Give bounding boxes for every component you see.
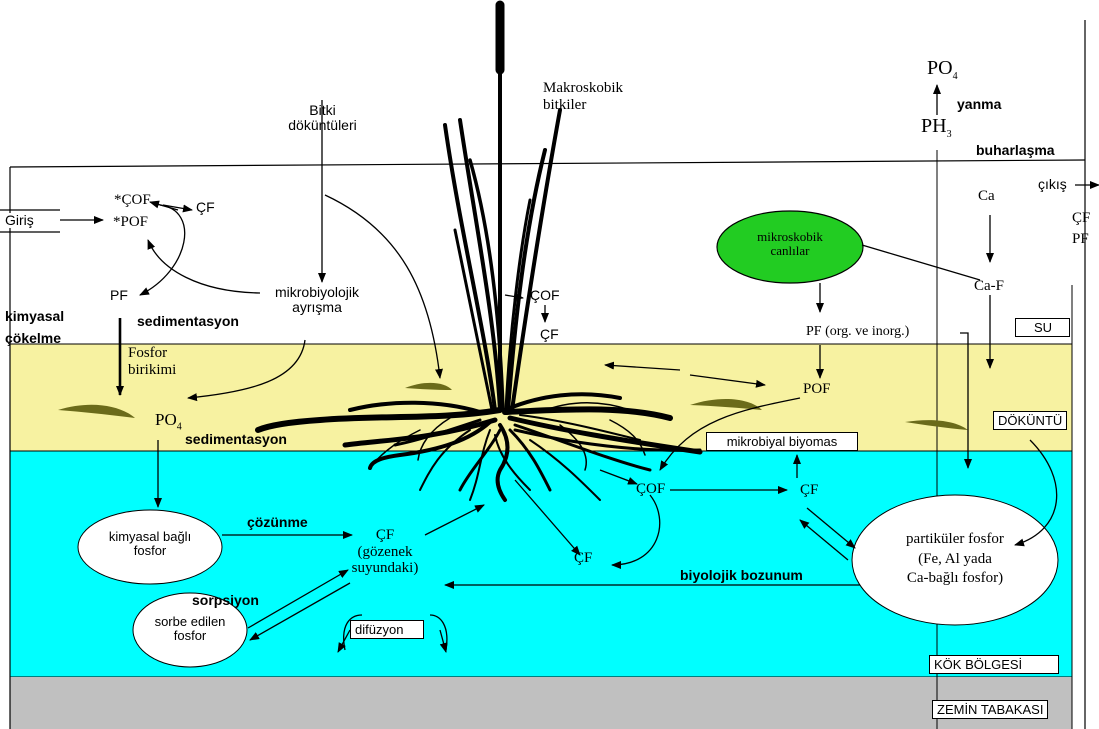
cof-star-label: *ÇOF [114, 192, 151, 209]
plant-litter-label: Bitki döküntüleri [285, 103, 360, 134]
cf-right-label: ÇF [800, 482, 818, 499]
litter-zone-label: DÖKÜNTÜ [993, 411, 1067, 430]
sedimentation-mid-label: sedimentasyon [185, 432, 287, 447]
pof-star-label: *POF [113, 214, 148, 231]
pf-left-label: PF [110, 288, 128, 303]
pf-out-label: PF [1072, 231, 1089, 248]
cof-low-label: ÇOF [636, 481, 665, 498]
microbial-biomass-label: mikrobiyal biyomas [706, 432, 858, 451]
macrophytes-label: Makroskobik bitkiler [543, 80, 623, 113]
microbial-decomp-label: mikrobiyolojik ayrışma [262, 285, 372, 316]
sedimentation-top-label: sedimentasyon [137, 314, 239, 329]
ca-label: Ca [978, 188, 995, 205]
bed-layer-label: ZEMİN TABAKASI [932, 700, 1048, 719]
chem-precip-label: kimyasal çökelme [5, 305, 64, 350]
po4-mid-label: PO4 [155, 411, 182, 432]
chem-bound-label: kimyasal bağlı fosfor [90, 530, 210, 559]
cf-pore-label: ÇF (gözenek suyundaki) [340, 527, 430, 577]
evaporation-label: buharlaşma [976, 143, 1055, 158]
outflow-label: çıkış [1038, 177, 1067, 192]
cof-mid-label: ÇOF [530, 288, 560, 303]
sorbed-label: sorbe edilen fosfor [140, 615, 240, 644]
cf-low-label: ÇF [574, 550, 592, 567]
dissolution-label: çözünme [247, 515, 308, 530]
cf-out-label: ÇF [1072, 210, 1090, 227]
ph3-label: PH3 [921, 115, 952, 140]
diffusion-label: difüzyon [350, 620, 424, 639]
phosphorus-accum-label: Fosfor birikimi [128, 345, 176, 378]
pof-right-label: POF [803, 381, 831, 398]
water-surface-line [10, 160, 1085, 167]
ca-f-label: Ca-F [974, 278, 1004, 295]
micro-organisms-label: mikroskobik canlılar [740, 230, 840, 259]
particulate-label: partiküler fosfor (Fe, Al yada Ca-bağlı … [870, 530, 1040, 589]
bio-decomp-label: biyolojik bozunum [680, 568, 803, 583]
burning-label: yanma [957, 97, 1001, 112]
cf-top-label: ÇF [196, 200, 215, 215]
cf-mid-label: ÇF [540, 327, 559, 342]
inflow-label: Giriş [5, 213, 34, 228]
pf-org-label: PF (org. ve inorg.) [806, 324, 909, 339]
sorption-label: sorpsiyon [192, 593, 259, 608]
bed-layer [10, 677, 1072, 729]
water-zone-label: SU [1015, 318, 1070, 337]
po4-top-label: PO4 [927, 57, 958, 82]
root-zone-label: KÖK BÖLGESİ [929, 655, 1059, 674]
